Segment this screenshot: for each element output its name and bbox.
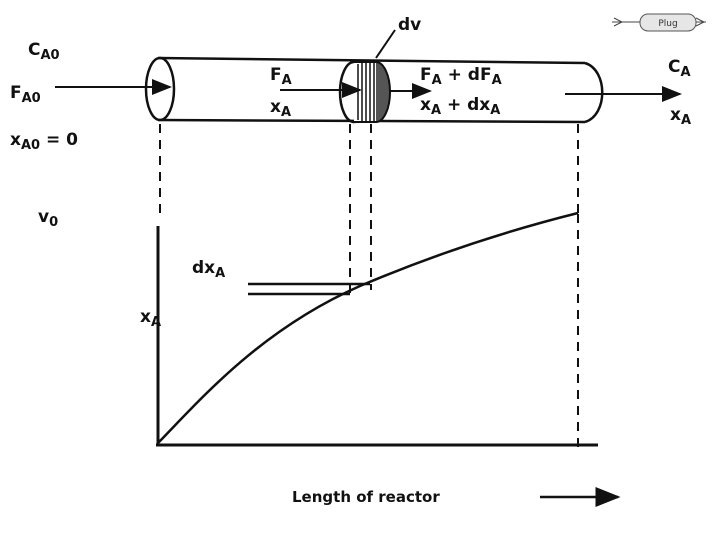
inlet-volumetric-flow-label: v0	[38, 207, 58, 230]
outlet-concentration-label: CA	[668, 57, 691, 80]
inlet-flow-label: FA0	[10, 83, 41, 106]
x-axis-label: Length of reactor	[292, 488, 440, 506]
element-inlet-conversion-label: xA	[270, 97, 291, 120]
badge-pill	[639, 13, 697, 32]
flow-arrows	[55, 79, 682, 102]
element-outlet-flow-label: FA + dFA	[420, 65, 502, 88]
badge-label: Plug	[658, 19, 677, 29]
inlet-concentration-label: CA0	[28, 40, 60, 63]
inlet-conversion-label: xA0 = 0	[10, 130, 78, 153]
dv-label: dv	[398, 15, 421, 35]
plug-badge[interactable]: Plug	[612, 13, 706, 32]
dv-leader-line	[375, 29, 396, 59]
badge-right-arrow-icon	[695, 17, 706, 27]
y-axis-label: xA	[140, 307, 161, 330]
outlet-conversion-label: xA	[670, 105, 691, 128]
conversion-curve	[157, 211, 579, 444]
plot-axes	[156, 226, 598, 447]
element-outlet-conversion-label: xA + dxA	[420, 95, 500, 118]
dx-indicator	[248, 282, 370, 296]
element-inlet-flow-label: FA	[270, 65, 292, 88]
projection-lines	[159, 124, 579, 448]
dx-label: dxA	[192, 258, 225, 281]
badge-left-arrow-icon	[613, 17, 624, 27]
volume-element	[338, 29, 396, 124]
